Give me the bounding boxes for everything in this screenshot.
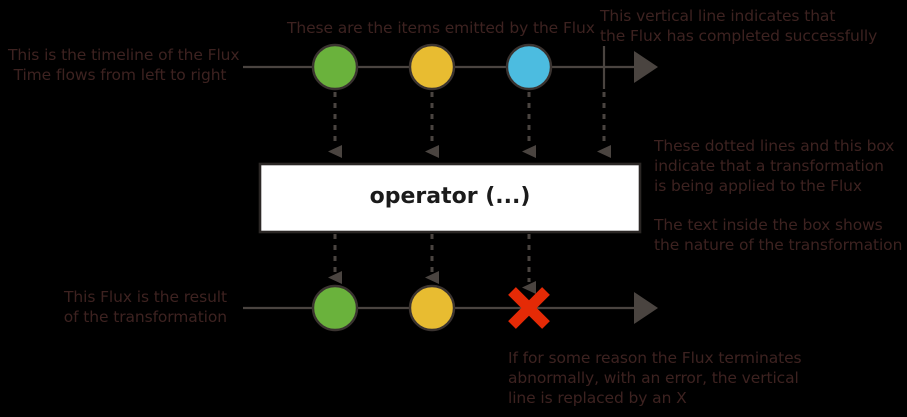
marble-blue[interactable] <box>505 43 553 91</box>
marble-yellow[interactable] <box>408 43 456 91</box>
source-flux-timeline <box>243 43 658 91</box>
error-x-icon[interactable] <box>508 287 550 329</box>
operator-label: operator (...) <box>369 184 531 209</box>
annotation-completion: This vertical line indicates that the Fl… <box>600 7 878 45</box>
annotation-box-text-meaning: The text inside the box shows the nature… <box>654 216 903 254</box>
result-marble-yellow[interactable] <box>408 284 456 332</box>
annotation-result-description: This Flux is the result of the transform… <box>63 288 227 326</box>
annotation-transformation: These dotted lines and this box indicate… <box>654 137 895 195</box>
annotation-timeline-description: This is the timeline of the Flux Time fl… <box>8 46 240 84</box>
result-flux-timeline <box>243 284 658 332</box>
annotation-error-description: If for some reason the Flux terminates a… <box>508 349 802 407</box>
annotation-items-emitted: These are the items emitted by the Flux <box>287 19 595 37</box>
result-marble-green[interactable] <box>311 284 359 332</box>
transform-arrows-in <box>328 92 611 158</box>
result-timeline-arrowhead <box>634 292 658 324</box>
marble-green[interactable] <box>311 43 359 91</box>
source-timeline-arrowhead <box>634 51 658 83</box>
transform-arrows-out <box>328 234 536 294</box>
operator-box[interactable] <box>258 162 642 234</box>
